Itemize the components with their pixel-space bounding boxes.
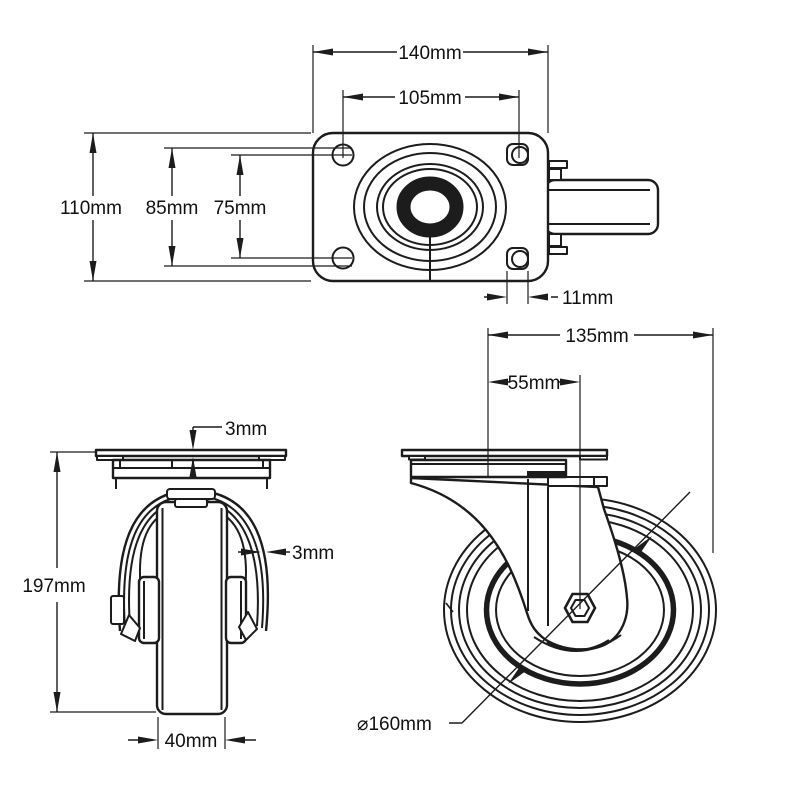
dim-label-swivel-offset: 55mm: [508, 373, 561, 394]
dim-slot-span: 85mm: [146, 147, 352, 267]
dim-label-slot-span: 85mm: [146, 198, 199, 219]
top-view: 140mm 105mm 110mm 85mm: [60, 43, 660, 309]
dim-bolt-spacing-depth: 75mm: [214, 154, 352, 259]
dim-wheel-diameter: ⌀160mm: [357, 491, 691, 735]
fork-tab-top: [548, 160, 568, 169]
kingpin-boss: [396, 176, 464, 238]
dim-label-overall-length: 135mm: [565, 326, 628, 347]
front-view: 197mm 3mm 3mm 40mm: [22, 419, 334, 752]
axle-cover: [166, 488, 216, 508]
dim-label-fork-thickness: 3mm: [292, 543, 334, 564]
dim-label-plate-thickness: 3mm: [225, 419, 267, 440]
dim-overall-height: 197mm: [22, 451, 156, 713]
dim-bolt-spacing-width: 105mm: [342, 88, 520, 158]
dim-fork-thickness: 3mm: [238, 543, 334, 564]
brake-tab: [110, 595, 125, 625]
fork-tab-bottom: [548, 246, 568, 255]
dim-label-bolt-spacing-depth: 75mm: [214, 198, 267, 219]
dim-overall-depth: 110mm: [60, 132, 311, 282]
wheel-front-outline: [155, 500, 229, 716]
hub-arc-inner: [546, 639, 610, 651]
dim-label-bolt-hole-width: 11mm: [562, 288, 613, 309]
top-plate-side: [400, 448, 609, 461]
fork-tab-side: [547, 476, 608, 487]
dim-label-wheel-diameter: ⌀160mm: [357, 714, 432, 735]
dim-label-bolt-spacing-width: 105mm: [398, 88, 461, 109]
dim-plate-thickness: 3mm: [189, 419, 267, 477]
dim-wheel-width: 40mm: [128, 717, 256, 752]
arch-foot-left: [120, 614, 141, 642]
dim-overall-length: 135mm: [487, 326, 714, 553]
swivel-bearing: [353, 143, 507, 280]
arch-foot-right: [238, 611, 258, 641]
dim-swivel-offset: 55mm: [488, 373, 581, 609]
top-plate-front: [94, 448, 288, 461]
side-view: 135mm 55mm ⌀160mm: [357, 326, 717, 735]
wheel-top-outline: [543, 178, 660, 236]
dim-label-overall-depth: 110mm: [60, 198, 122, 219]
dim-label-overall-height: 197mm: [22, 576, 85, 597]
dim-label-overall-width: 140mm: [398, 43, 461, 64]
fork-arm-side: [409, 476, 629, 651]
dim-bolt-hole-width: 11mm: [484, 271, 613, 309]
dim-overall-width: 140mm: [312, 43, 549, 133]
dim-label-wheel-width: 40mm: [165, 731, 218, 752]
